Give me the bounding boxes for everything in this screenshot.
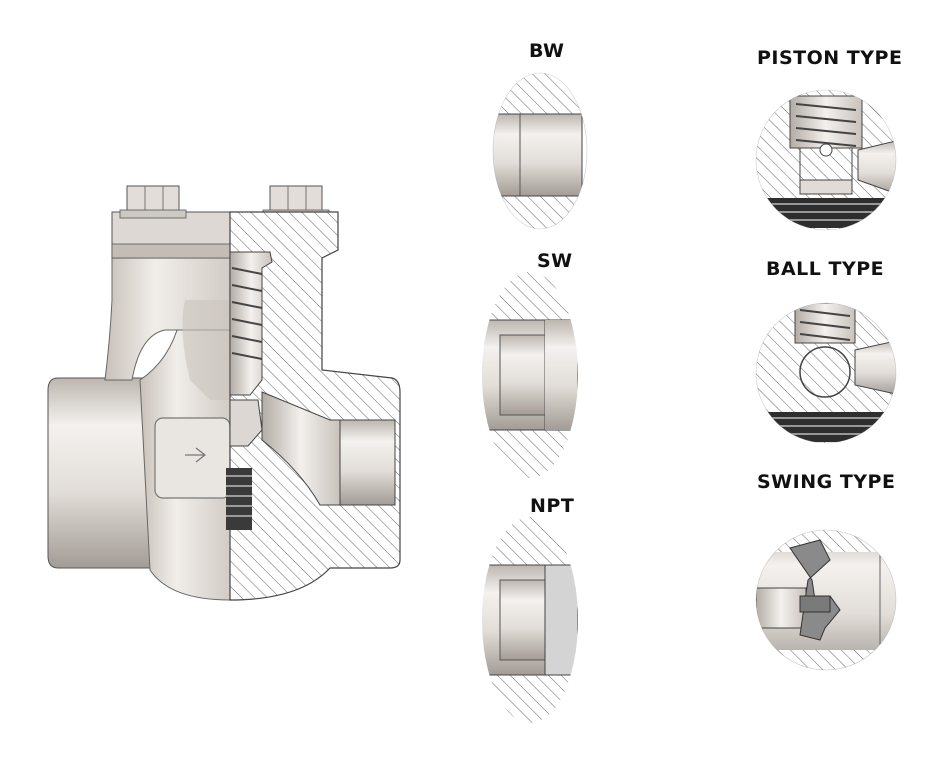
label-piston-type: PISTON TYPE	[757, 47, 903, 69]
detail-bw	[493, 73, 587, 229]
label-bw: BW	[529, 40, 565, 62]
detail-sw	[482, 272, 578, 478]
valve-spring	[231, 267, 263, 360]
label-sw: SW	[537, 250, 573, 272]
main-valve	[47, 185, 401, 601]
npt-thread-zone	[544, 564, 578, 676]
detail-piston	[756, 90, 896, 230]
valve-nameplate	[154, 417, 231, 499]
label-swing-type: SWING TYPE	[757, 471, 896, 493]
ball-element	[799, 346, 851, 398]
label-ball-type: BALL TYPE	[766, 258, 885, 280]
label-npt: NPT	[530, 495, 575, 517]
detail-ball	[756, 303, 896, 443]
valve-neck	[104, 257, 231, 381]
valve-inlet-thread	[226, 468, 252, 530]
bolt-left	[119, 185, 187, 219]
detail-swing	[756, 530, 896, 670]
detail-npt	[482, 517, 578, 723]
